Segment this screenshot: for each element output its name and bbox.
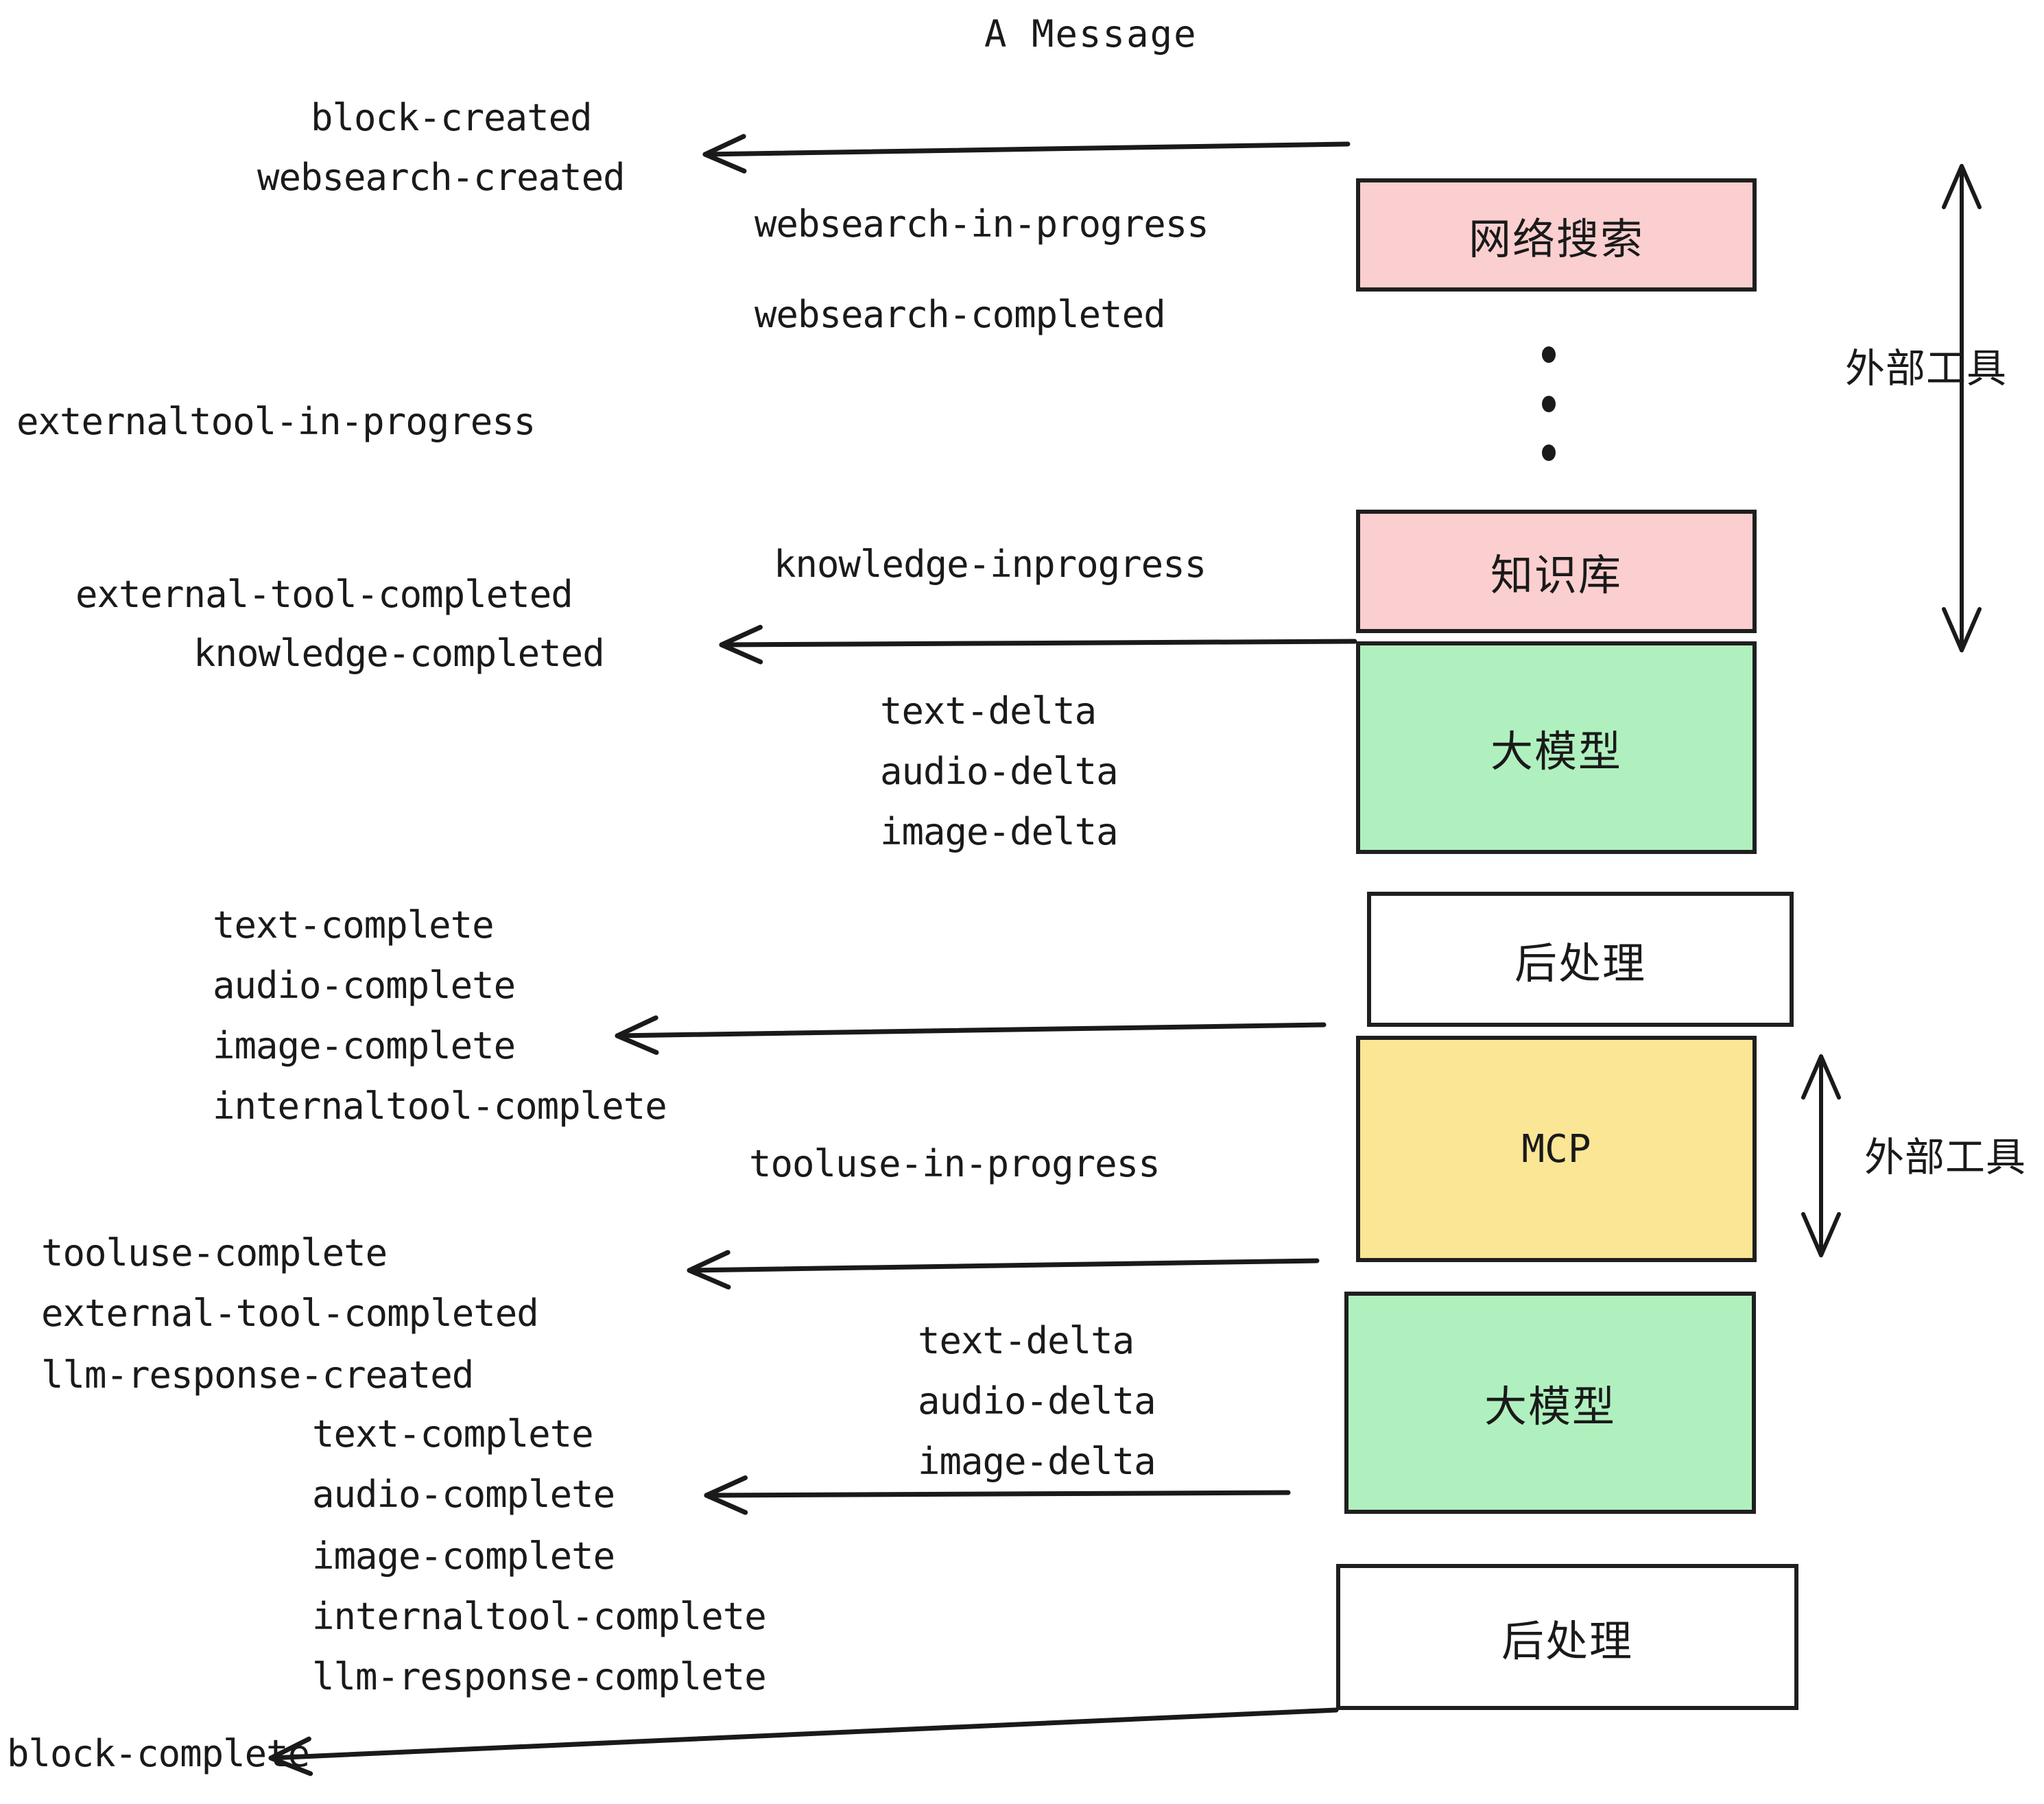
event-label-audio-complete-1: audio-complete — [213, 964, 516, 1007]
box-label: 大模型 — [1490, 726, 1622, 776]
box-postprocess-2: 后处理 — [1336, 1564, 1798, 1710]
event-label-knowledge-completed: knowledge-completed — [193, 632, 605, 675]
event-label-audio-complete-2: audio-complete — [312, 1473, 615, 1516]
side-label-external-tools-top: 外部工具 — [1845, 345, 2008, 392]
event-label-tooluse-complete: tooluse-complete — [41, 1231, 388, 1274]
event-label-externaltool-in-progress: externaltool-in-progress — [16, 400, 536, 443]
arrow-tooluse-complete — [687, 1250, 1320, 1290]
event-label-text-complete-2: text-complete — [312, 1412, 594, 1456]
arrow-block-created-head — [702, 134, 747, 174]
arrow-audio-complete-shaft — [704, 1490, 1291, 1498]
event-label-internaltool-complete-2: internaltool-complete — [312, 1595, 767, 1638]
event-label-external-tool-completed-2: external-tool-completed — [41, 1292, 539, 1335]
event-label-image-complete-1: image-complete — [213, 1024, 516, 1067]
external-tools-arrow-top-head-up — [1942, 164, 1982, 209]
box-llm-2: 大模型 — [1344, 1292, 1756, 1514]
external-tools-arrow-top — [1942, 164, 1982, 652]
external-tools-arrow-bottom-head-up — [1801, 1054, 1841, 1100]
arrow-block-created — [702, 134, 1351, 174]
event-label-audio-delta-1: audio-delta — [880, 750, 1119, 793]
event-label-audio-delta-2: audio-delta — [918, 1379, 1156, 1423]
page-title: A Message — [984, 12, 1198, 56]
arrow-knowledge-done-head — [719, 624, 763, 665]
event-label-text-delta-2: text-delta — [918, 1319, 1134, 1362]
arrow-tooluse-complete-head — [687, 1250, 731, 1290]
box-label: 网络搜索 — [1468, 213, 1644, 264]
event-label-image-delta-1: image-delta — [880, 810, 1119, 853]
event-label-tooluse-in-progress: tooluse-in-progress — [749, 1142, 1161, 1185]
event-label-image-delta-2: image-delta — [918, 1440, 1156, 1483]
event-label-llm-response-complete: llm-response-complete — [312, 1655, 767, 1698]
box-label: 后处理 — [1501, 1615, 1633, 1666]
arrow-image-complete-shaft — [615, 1022, 1327, 1039]
arrow-block-complete-shaft — [268, 1707, 1339, 1761]
event-label-llm-response-created: llm-response-created — [41, 1353, 474, 1397]
ellipsis-dot-1 — [1542, 346, 1556, 363]
box-mcp: MCP — [1356, 1036, 1757, 1262]
event-label-external-tool-completed-1: external-tool-completed — [75, 573, 573, 616]
event-label-block-created: block-created — [311, 96, 593, 139]
event-label-text-complete-1: text-complete — [213, 903, 495, 947]
arrow-block-complete — [268, 1707, 1339, 1777]
event-label-knowledge-inprogress: knowledge-inprogress — [774, 543, 1207, 586]
box-label: 后处理 — [1514, 938, 1646, 988]
box-label: 知识库 — [1490, 550, 1622, 600]
arrow-block-created-shaft — [702, 141, 1351, 157]
external-tools-arrow-top-head-down — [1942, 607, 1982, 652]
arrow-tooluse-complete-shaft — [687, 1258, 1320, 1273]
event-label-image-complete-2: image-complete — [312, 1534, 615, 1578]
box-llm-1: 大模型 — [1356, 641, 1757, 854]
event-label-internaltool-complete-1: internaltool-complete — [213, 1084, 667, 1128]
ellipsis-dot-2 — [1542, 396, 1556, 412]
event-label-text-delta-1: text-delta — [880, 689, 1097, 733]
ellipsis-dot-3 — [1542, 444, 1556, 461]
event-label-websearch-completed: websearch-completed — [754, 293, 1166, 336]
external-tools-arrow-bottom — [1801, 1054, 1841, 1257]
arrow-image-complete-head — [615, 1015, 659, 1055]
box-websearch: 网络搜索 — [1356, 178, 1757, 292]
arrow-knowledge-done — [719, 624, 1357, 665]
box-knowledge: 知识库 — [1356, 510, 1757, 633]
box-postprocess-1: 后处理 — [1367, 892, 1794, 1027]
external-tools-arrow-bottom-head-down — [1801, 1212, 1841, 1257]
box-label: 大模型 — [1484, 1381, 1616, 1432]
event-label-block-complete: block-complete — [7, 1732, 310, 1775]
arrow-image-complete — [615, 1015, 1327, 1055]
arrow-audio-complete-head — [704, 1475, 748, 1515]
box-label: MCP — [1521, 1126, 1591, 1172]
event-label-websearch-in-progress: websearch-in-progress — [754, 202, 1209, 246]
arrow-audio-complete — [704, 1475, 1291, 1515]
arrow-knowledge-done-shaft — [719, 639, 1357, 648]
side-label-external-tools-bottom: 外部工具 — [1864, 1134, 2027, 1180]
event-label-websearch-created: websearch-created — [257, 156, 626, 199]
